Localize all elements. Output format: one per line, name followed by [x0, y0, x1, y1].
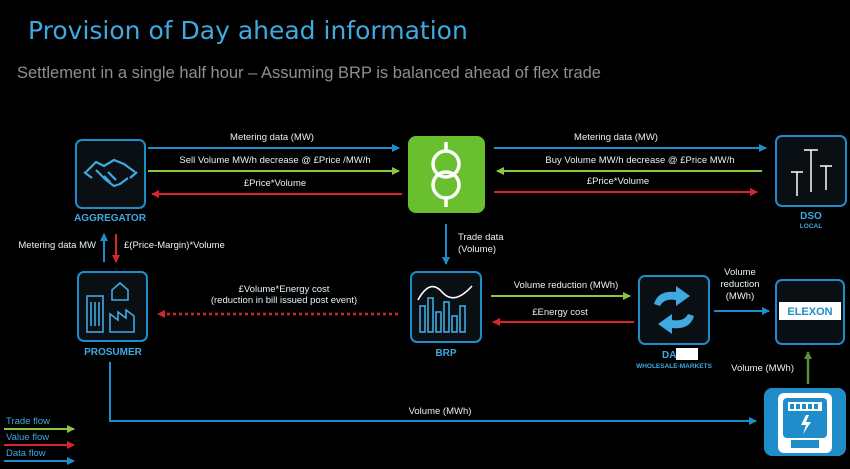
exchange-arrows-icon — [654, 286, 694, 334]
elexon-node: ELEXON — [775, 279, 845, 345]
prosumer-label: PROSUMER — [84, 347, 143, 358]
da-energy-cost-label: £Energy cost — [532, 307, 588, 318]
bar-chart-icon — [417, 285, 473, 333]
aggregator-label: AGGREGATOR — [74, 213, 147, 224]
energy-cost-label-1: £Volume*Energy cost — [239, 284, 330, 295]
elexon-vol-label-1: Volume — [724, 267, 756, 278]
agg-sell-label: Sell Volume MW/h decrease @ £Price /MW/h — [179, 155, 370, 166]
handshake-icon — [83, 158, 138, 188]
pro-margin-label: £(Price-Margin)*Volume — [124, 240, 225, 251]
agg-metering-label: Metering data (MW) — [230, 132, 314, 143]
da-label: DA — [662, 350, 676, 361]
dso-sublabel: LOCAL — [800, 223, 822, 230]
bottom-vol-arrow — [109, 362, 757, 425]
page-title: Provision of Day ahead information — [28, 16, 468, 45]
legend-trade-label: Trade flow — [6, 416, 50, 427]
energy-cost-label-2: (reduction in bill issued post event) — [211, 295, 357, 306]
brp-label: BRP — [435, 348, 456, 359]
buildings-icon — [86, 281, 135, 333]
prosumer-node — [77, 271, 148, 342]
trade-data-label-1: Trade data — [458, 232, 504, 243]
central-node — [408, 136, 485, 213]
page-subtitle: Settlement in a single half hour – Assum… — [17, 64, 601, 82]
trade-data-label-2: (Volume) — [458, 244, 496, 255]
dso-label: DSO — [800, 211, 822, 222]
agg-price-label: £Price*Volume — [244, 178, 306, 189]
legend: Trade flow Value flow Data flow — [4, 416, 75, 465]
aggregator-node — [75, 139, 146, 209]
redaction-box — [676, 348, 698, 360]
transformer-icon — [431, 142, 461, 207]
vol-reduction-label: Volume reduction (MWh) — [514, 280, 619, 291]
elexon-vol-label-3: (MWh) — [726, 291, 755, 302]
smart-meter-node — [764, 388, 846, 456]
legend-value-label: Value flow — [6, 432, 49, 443]
elexon-logo-text: ELEXON — [787, 306, 832, 318]
smart-meter-icon — [778, 393, 832, 453]
bottom-vol-label: Volume (MWh) — [409, 406, 472, 417]
dso-price-label: £Price*Volume — [587, 176, 649, 187]
dso-node — [775, 135, 847, 207]
da-node — [638, 275, 710, 345]
dso-buy-label: Buy Volume MW/h decrease @ £Price MW/h — [545, 155, 734, 166]
elexon-vol-label-2: reduction — [720, 279, 759, 290]
dso-metering-label: Metering data (MW) — [574, 132, 658, 143]
brp-node — [410, 271, 482, 343]
legend-data-label: Data flow — [6, 448, 46, 459]
meter-vol-label: Volume (MWh) — [731, 363, 794, 374]
da-sublabel: WHOLESALE-MARKETS — [636, 363, 712, 370]
pro-metering-label: Metering data MW — [18, 240, 96, 251]
power-poles-icon — [791, 149, 832, 196]
